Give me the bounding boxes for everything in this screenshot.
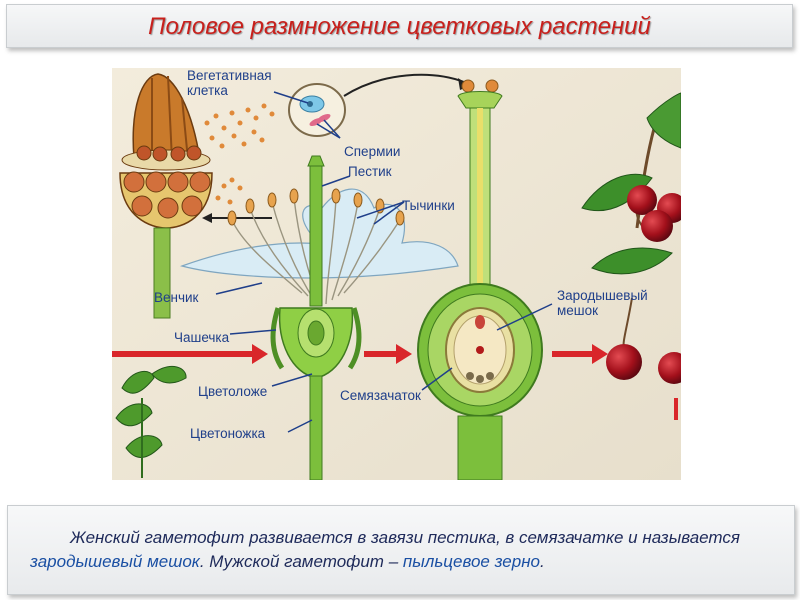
title-bar: Половое размножение цветковых растений — [6, 4, 793, 48]
flower-illustration — [179, 155, 459, 481]
label-pedicel: Цветоножка — [190, 426, 266, 441]
label-corolla: Венчик — [154, 290, 199, 305]
caption-embryo-sac: зародышевый мешок — [30, 552, 200, 571]
caption-text: Женский гаметофит развивается в завязи п… — [30, 526, 775, 574]
pollen-grains — [204, 103, 275, 205]
caption-part-1: Женский гаметофит развивается в завязи п… — [70, 528, 740, 547]
process-arrows — [112, 344, 678, 420]
enlarged-pistil-illustration — [417, 79, 543, 481]
leaves-illustration — [115, 365, 187, 478]
label-vegetative-cell-2: клетка — [187, 83, 228, 98]
label-ovule: Семязачаток — [340, 388, 421, 403]
caption-pollen-grain: пыльцевое зерно — [402, 552, 541, 571]
label-receptacle: Цветоложе — [198, 384, 267, 399]
label-pointer-lines — [215, 91, 553, 433]
arrow-stamen-to-anther — [202, 213, 272, 223]
page-title: Половое размножение цветковых растений — [148, 13, 651, 40]
label-stamens: Тычинки — [402, 198, 455, 213]
caption-part-3: . Мужской гаметофит – — [199, 552, 403, 571]
caption-box: Женский гаметофит развивается в завязи п… — [7, 505, 795, 595]
pollen-grain-illustration — [288, 83, 346, 137]
caption-part-5: . — [540, 552, 545, 571]
label-embryo-sac-2: мешок — [557, 303, 598, 318]
label-vegetative-cell-1: Вегетативная — [187, 68, 272, 83]
label-embryo-sac-1: Зародышевый — [557, 288, 648, 303]
flower-diagram-svg: Вегетативная клетка Спермии Пестик Тычин… — [112, 68, 690, 481]
cherries-illustration — [581, 92, 690, 384]
label-calyx: Чашечка — [174, 330, 230, 345]
arrow-pollen-to-stigma — [343, 73, 465, 97]
label-sperm: Спермии — [344, 144, 400, 159]
anther-illustration — [119, 73, 213, 319]
flower-diagram: Вегетативная клетка Спермии Пестик Тычин… — [112, 68, 690, 481]
label-pistil: Пестик — [348, 164, 392, 179]
diagram-labels: Вегетативная клетка Спермии Пестик Тычин… — [154, 68, 648, 441]
